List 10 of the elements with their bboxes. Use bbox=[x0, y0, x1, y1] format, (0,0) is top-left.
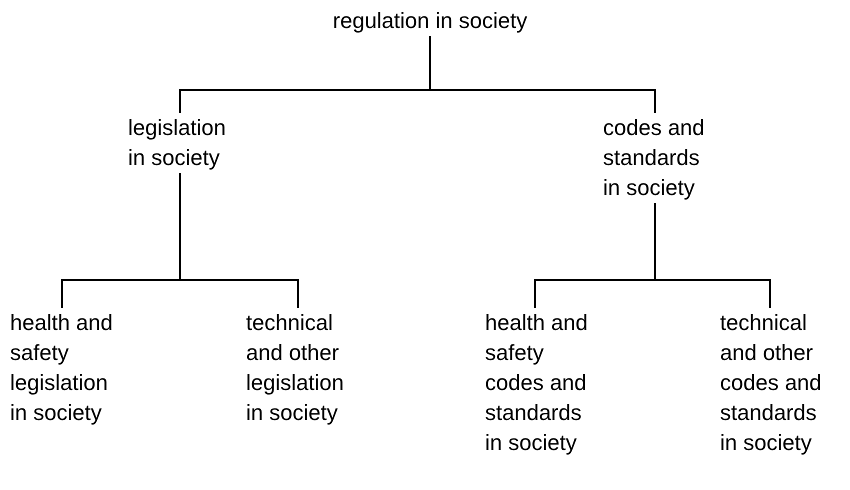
node-label: legislation in society bbox=[128, 114, 227, 172]
connector-line bbox=[654, 203, 771, 308]
node-label: codes and standards in society bbox=[603, 114, 706, 202]
node-label: technical and other codes and standards in society bbox=[720, 309, 823, 457]
node-label: health and safety codes and standards in society bbox=[485, 309, 589, 457]
node-label: regulation in society bbox=[332, 7, 528, 35]
connector-line bbox=[429, 36, 656, 113]
node-label: technical and other legislation in society bbox=[246, 309, 345, 427]
node-label: health and safety legislation in society bbox=[10, 309, 114, 427]
connector-line bbox=[179, 173, 299, 308]
